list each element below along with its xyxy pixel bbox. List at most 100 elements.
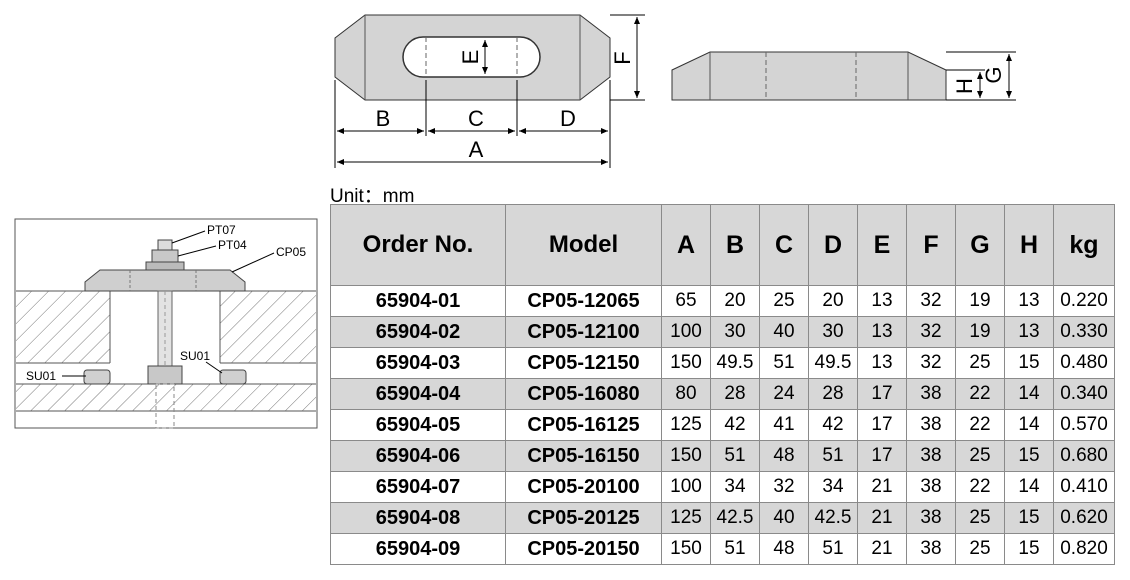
header-f: F — [906, 204, 956, 286]
header-model: Model — [505, 204, 662, 286]
cell-h: 14 — [1004, 409, 1054, 441]
cell-order-no: 65904-03 — [330, 347, 506, 379]
cell-f: 38 — [906, 502, 956, 534]
cell-model: CP05-12150 — [505, 347, 662, 379]
su01-right-label: SU01 — [180, 349, 210, 363]
header-kg: kg — [1053, 204, 1115, 286]
cell-h: 15 — [1004, 347, 1054, 379]
cell-kg: 0.220 — [1053, 285, 1115, 317]
cell-order-no: 65904-02 — [330, 316, 506, 348]
cell-a: 150 — [661, 440, 711, 472]
header-d: D — [808, 204, 858, 286]
cell-e: 21 — [857, 471, 907, 503]
slot-outline — [402, 36, 541, 78]
unit-label: Unit：mm — [330, 186, 415, 207]
header-b: B — [710, 204, 760, 286]
cell-kg: 0.570 — [1053, 409, 1115, 441]
cell-order-no: 65904-08 — [330, 502, 506, 534]
cell-kg: 0.680 — [1053, 440, 1115, 472]
header-h: H — [1004, 204, 1054, 286]
cell-d: 51 — [808, 533, 858, 565]
cell-e: 17 — [857, 440, 907, 472]
dim-g-label: G — [981, 66, 1006, 83]
cell-c: 48 — [759, 533, 809, 565]
cp05-label: CP05 — [276, 245, 306, 259]
su01-left-label: SU01 — [26, 369, 56, 383]
cell-a: 150 — [661, 347, 711, 379]
cell-model: CP05-20100 — [505, 471, 662, 503]
cell-b: 51 — [710, 440, 760, 472]
dim-a-label: A — [469, 137, 484, 162]
cell-b: 20 — [710, 285, 760, 317]
cell-b: 49.5 — [710, 347, 760, 379]
cell-order-no: 65904-01 — [330, 285, 506, 317]
cell-a: 100 — [661, 471, 711, 503]
cell-f: 38 — [906, 533, 956, 565]
cell-h: 15 — [1004, 502, 1054, 534]
cell-model: CP05-16125 — [505, 409, 662, 441]
cell-f: 38 — [906, 471, 956, 503]
cell-a: 150 — [661, 533, 711, 565]
cell-order-no: 65904-04 — [330, 378, 506, 410]
cell-b: 42.5 — [710, 502, 760, 534]
dim-b-label: B — [376, 106, 391, 131]
cell-g: 22 — [955, 409, 1005, 441]
dim-c-label: C — [468, 106, 484, 131]
cell-c: 48 — [759, 440, 809, 472]
cell-f: 38 — [906, 378, 956, 410]
cell-g: 22 — [955, 471, 1005, 503]
cell-kg: 0.330 — [1053, 316, 1115, 348]
cell-g: 19 — [955, 285, 1005, 317]
cell-c: 24 — [759, 378, 809, 410]
cell-e: 17 — [857, 409, 907, 441]
spec-table: Order No. Model A B C D E F G H kg 65904… — [330, 204, 1115, 565]
cell-g: 25 — [955, 502, 1005, 534]
header-g: G — [955, 204, 1005, 286]
cell-g: 25 — [955, 440, 1005, 472]
cell-g: 22 — [955, 378, 1005, 410]
cell-kg: 0.410 — [1053, 471, 1115, 503]
header-e: E — [857, 204, 907, 286]
cell-kg: 0.480 — [1053, 347, 1115, 379]
cell-c: 40 — [759, 316, 809, 348]
cell-c: 51 — [759, 347, 809, 379]
cell-c: 25 — [759, 285, 809, 317]
cell-e: 21 — [857, 533, 907, 565]
plate-side-outline — [671, 51, 947, 101]
cell-c: 32 — [759, 471, 809, 503]
cell-f: 32 — [906, 347, 956, 379]
dim-f-label: F — [610, 51, 635, 64]
pt04-label: PT04 — [218, 238, 247, 252]
dim-d-label: D — [560, 106, 576, 131]
cell-c: 41 — [759, 409, 809, 441]
header-c: C — [759, 204, 809, 286]
cell-order-no: 65904-09 — [330, 533, 506, 565]
cell-e: 17 — [857, 378, 907, 410]
cell-h: 14 — [1004, 378, 1054, 410]
cell-d: 51 — [808, 440, 858, 472]
cell-d: 49.5 — [808, 347, 858, 379]
cell-b: 51 — [710, 533, 760, 565]
cell-d: 42.5 — [808, 502, 858, 534]
cell-a: 65 — [661, 285, 711, 317]
cell-kg: 0.620 — [1053, 502, 1115, 534]
cell-f: 38 — [906, 409, 956, 441]
dim-h-label: H — [952, 78, 977, 94]
cell-model: CP05-16150 — [505, 440, 662, 472]
cell-f: 32 — [906, 316, 956, 348]
dim-e-label: E — [458, 50, 483, 65]
cell-model: CP05-12100 — [505, 316, 662, 348]
cell-c: 40 — [759, 502, 809, 534]
top-view-drawing: E F B C D A — [334, 14, 645, 168]
cell-g: 25 — [955, 533, 1005, 565]
cell-a: 100 — [661, 316, 711, 348]
cell-kg: 0.340 — [1053, 378, 1115, 410]
cell-e: 21 — [857, 502, 907, 534]
